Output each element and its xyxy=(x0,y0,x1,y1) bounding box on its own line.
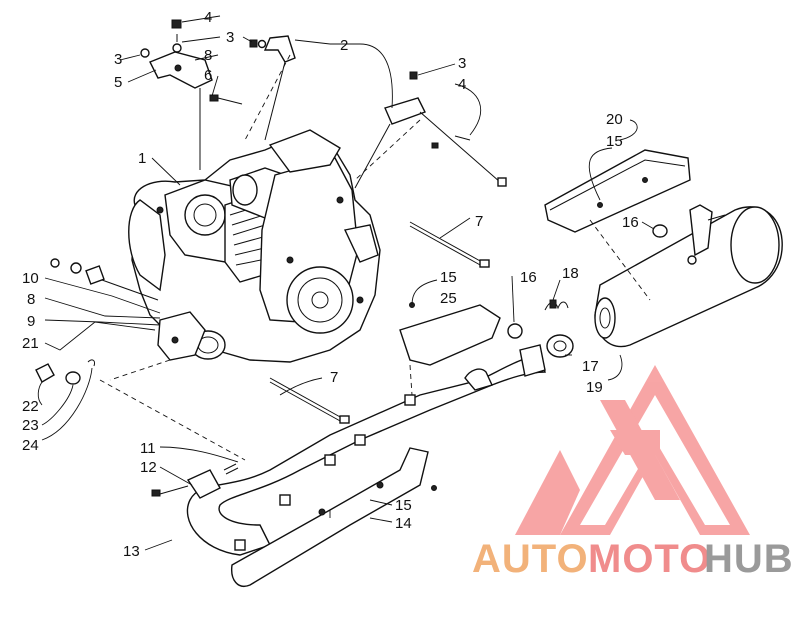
exhaust-header-pipe xyxy=(186,344,546,556)
exhaust-flange xyxy=(151,463,239,499)
callout-25: 25 xyxy=(440,290,457,307)
leader-lines xyxy=(37,15,655,551)
long-bolt-lower xyxy=(269,377,350,424)
callout-4: 4 xyxy=(458,76,466,93)
grommet-16 xyxy=(507,323,523,339)
callout-4: 4 xyxy=(204,9,212,26)
callout-16: 16 xyxy=(622,214,639,231)
callout-14: 14 xyxy=(395,515,412,532)
callout-19: 19 xyxy=(586,379,603,396)
callout-18: 18 xyxy=(562,265,579,282)
callout-21: 21 xyxy=(22,335,39,352)
callout-2: 2 xyxy=(340,37,348,54)
muffler-heat-shield xyxy=(544,149,691,233)
callout-15: 15 xyxy=(395,497,412,514)
callout-15: 15 xyxy=(606,133,623,150)
hardware-left xyxy=(35,258,159,385)
callout-3: 3 xyxy=(226,29,234,46)
callout-7: 7 xyxy=(330,369,338,386)
watermark-hub: HUB xyxy=(704,537,794,581)
muffler xyxy=(594,204,783,348)
watermark-text: AUTO MOTO HUB xyxy=(472,537,794,581)
engine-assembly xyxy=(128,129,381,363)
callout-7: 7 xyxy=(475,213,483,230)
callout-8: 8 xyxy=(27,291,35,308)
callout-22: 22 xyxy=(22,398,39,415)
callout-9: 9 xyxy=(27,313,35,330)
exhaust-spring xyxy=(544,299,569,311)
callout-20: 20 xyxy=(606,111,623,128)
callout-5: 5 xyxy=(114,74,122,91)
callout-labels: 4 3 8 6 3 5 2 3 4 1 20 15 16 7 10 8 9 21… xyxy=(22,9,639,560)
long-bolt-upper xyxy=(409,221,490,268)
assembly-lines xyxy=(99,54,651,461)
callout-10: 10 xyxy=(22,270,39,287)
callout-12: 12 xyxy=(140,459,157,476)
callout-13: 13 xyxy=(123,543,140,560)
callout-16: 16 xyxy=(520,269,537,286)
callout-15: 15 xyxy=(440,269,457,286)
callout-1: 1 xyxy=(138,150,146,167)
callout-3: 3 xyxy=(114,51,122,68)
grommet-16-top xyxy=(652,224,668,238)
callout-3: 3 xyxy=(458,55,466,72)
exhaust-gasket xyxy=(546,334,574,358)
watermark-auto: AUTO xyxy=(472,537,589,581)
header-heat-shield xyxy=(399,302,501,366)
callout-8: 8 xyxy=(204,47,212,64)
callout-24: 24 xyxy=(22,437,39,454)
callout-23: 23 xyxy=(22,417,39,434)
watermark-moto: MOTO xyxy=(588,537,711,581)
callout-6: 6 xyxy=(204,67,212,84)
callout-11: 11 xyxy=(140,440,156,457)
watermark-logo xyxy=(515,365,750,535)
engine-mount-bracket xyxy=(149,51,213,170)
callout-17: 17 xyxy=(582,358,599,375)
hardware-top xyxy=(140,19,507,189)
